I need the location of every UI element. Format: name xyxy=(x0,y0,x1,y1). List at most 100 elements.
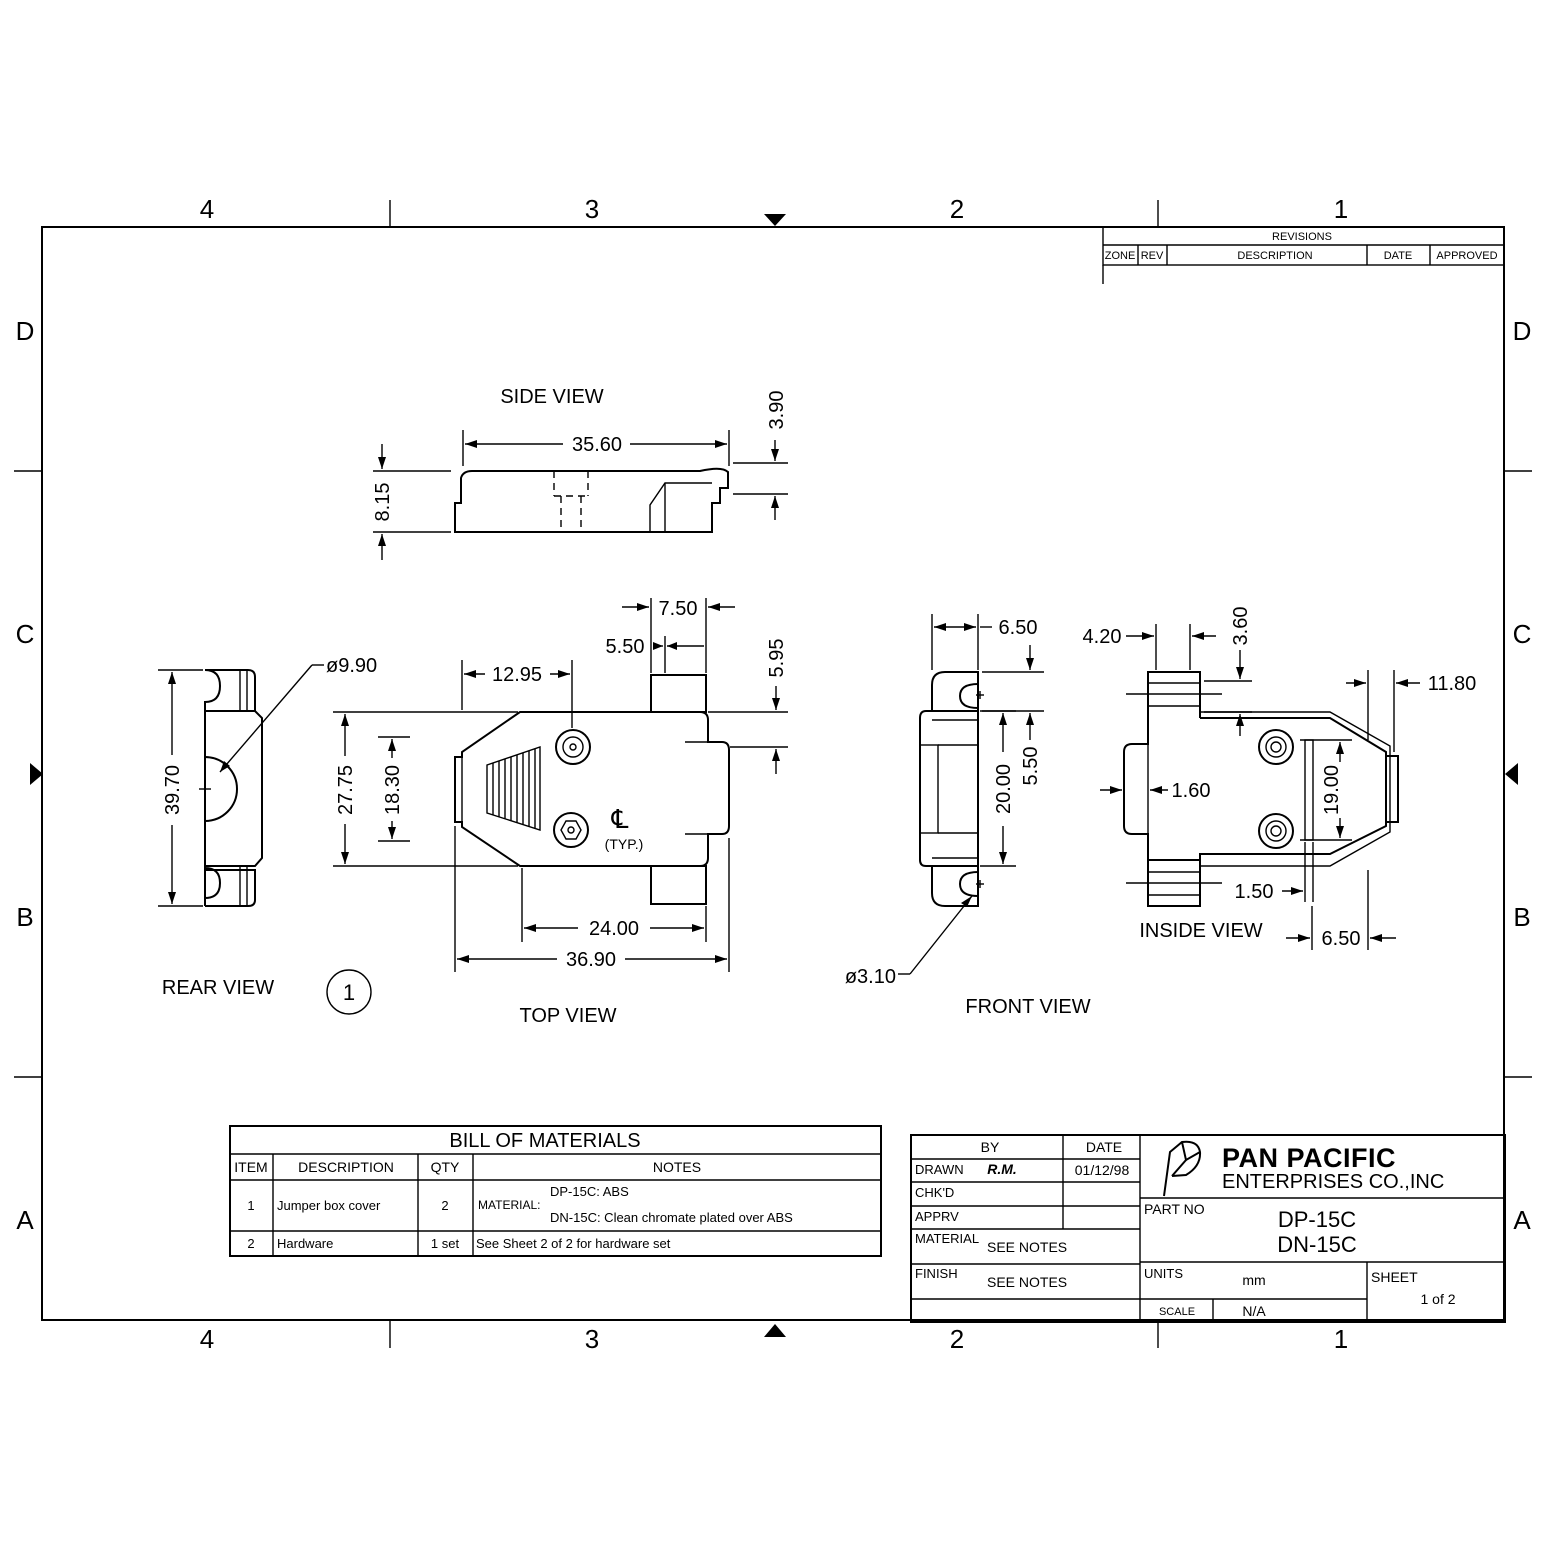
bom-row1-item: 1 xyxy=(247,1198,254,1213)
zone-col-4-top: 4 xyxy=(200,194,214,224)
centerline-note: (TYP.) xyxy=(605,836,644,852)
dim-front-body: 20.00 xyxy=(993,764,1015,814)
dim-top-inner: 18.30 xyxy=(382,765,404,815)
dim-top-base: 24.00 xyxy=(589,918,639,940)
dim-inside-f: 1.50 xyxy=(1235,881,1274,903)
zone-row-d-left: D xyxy=(16,316,35,346)
revisions-col-date: DATE xyxy=(1384,250,1413,262)
zone-col-3-bottom: 3 xyxy=(585,1324,599,1354)
drawing-frame: 4 3 2 1 4 3 2 1 D C B A D C B A xyxy=(14,194,1532,1354)
bom-row1-note-b: DN-15C: Clean chromate plated over ABS xyxy=(550,1210,793,1225)
tb-material-label: MATERIAL xyxy=(915,1231,979,1246)
bom-header-notes: NOTES xyxy=(653,1159,701,1175)
zone-row-a-left: A xyxy=(16,1205,34,1235)
revisions-col-zone: ZONE xyxy=(1105,250,1136,262)
bom-title: BILL OF MATERIALS xyxy=(449,1130,640,1152)
dim-inside-a: 4.20 xyxy=(1083,626,1122,648)
screw-hole xyxy=(555,729,591,765)
tb-drawn-by: R.M. xyxy=(987,1161,1017,1177)
center-mark-left xyxy=(30,763,43,785)
dim-inside-b: 3.60 xyxy=(1230,607,1252,646)
tb-finish-label: FINISH xyxy=(915,1266,958,1281)
bom-row2-item: 2 xyxy=(247,1236,254,1251)
top-view-label: TOP VIEW xyxy=(519,1005,616,1027)
rear-view: 39.70 ø9.90 REAR VIEW 1 xyxy=(158,655,377,1015)
bom-header-qty: QTY xyxy=(431,1159,460,1175)
tb-finish-value: SEE NOTES xyxy=(987,1274,1067,1290)
front-view: 6.50 5.50 20.00 ø3.10 FRONT VIEW xyxy=(845,614,1091,1018)
tb-by-label: BY xyxy=(981,1139,1000,1155)
bill-of-materials: BILL OF MATERIALS ITEM DESCRIPTION QTY N… xyxy=(229,1125,882,1257)
tb-sheet-label: SHEET xyxy=(1371,1269,1418,1285)
rear-view-label: REAR VIEW xyxy=(162,977,274,999)
tb-part-no-1: DP-15C xyxy=(1278,1207,1356,1232)
item-balloon xyxy=(326,969,372,1015)
zone-col-4-bottom: 4 xyxy=(200,1324,214,1354)
tb-units-label: UNITS xyxy=(1144,1266,1183,1281)
tb-company-line2: ENTERPRISES CO.,INC xyxy=(1222,1171,1444,1193)
dim-front-gap: 5.50 xyxy=(1020,747,1042,786)
revisions-table: REVISIONS ZONE REV DESCRIPTION DATE APPR… xyxy=(1102,226,1505,284)
dim-side-height: 8.15 xyxy=(372,483,394,522)
tb-sheet-value: 1 of 2 xyxy=(1420,1291,1455,1307)
dim-front-tab: 6.50 xyxy=(999,617,1038,639)
side-view: SIDE VIEW 35.60 8.15 3.90 xyxy=(372,386,788,560)
bom-header-description: DESCRIPTION xyxy=(298,1159,394,1175)
tb-units-value: mm xyxy=(1242,1272,1265,1288)
inside-standoff-bottom xyxy=(1258,813,1294,849)
grip-ribs xyxy=(492,749,536,829)
bom-row1-material-label: MATERIAL: xyxy=(478,1198,540,1212)
bom-row1-description: Jumper box cover xyxy=(277,1198,381,1213)
tb-drawn-label: DRAWN xyxy=(915,1162,964,1177)
dim-inside-c: 11.80 xyxy=(1428,673,1477,695)
dim-front-hole: ø3.10 xyxy=(845,966,896,988)
inside-view-label: INSIDE VIEW xyxy=(1139,920,1262,942)
inside-standoff-top xyxy=(1258,729,1294,765)
bom-row1-note-a: DP-15C: ABS xyxy=(550,1184,629,1199)
center-mark-right xyxy=(1505,763,1518,785)
title-block: BY DATE DRAWN R.M. 01/12/98 CHK'D APPRV … xyxy=(910,1134,1506,1323)
zone-col-3-top: 3 xyxy=(585,194,599,224)
zone-col-2-bottom: 2 xyxy=(950,1324,964,1354)
top-view: ℄ (TYP.) 12.95 7.50 5.50 5.95 xyxy=(333,598,788,1027)
centerline-symbol: ℄ xyxy=(611,804,629,834)
dim-inside-g: 6.50 xyxy=(1322,928,1361,950)
zone-row-b-left: B xyxy=(16,902,33,932)
bom-header-item: ITEM xyxy=(234,1159,267,1175)
tb-date-label: DATE xyxy=(1086,1139,1122,1155)
dim-top-tab-width: 7.50 xyxy=(659,598,698,620)
zone-row-a-right: A xyxy=(1513,1205,1531,1235)
tb-company-line1: PAN PACIFIC xyxy=(1222,1143,1396,1173)
dim-rear-height: 39.70 xyxy=(162,765,184,815)
dim-inside-e: 19.00 xyxy=(1321,765,1343,815)
zone-row-b-right: B xyxy=(1513,902,1530,932)
tb-apprv-label: APPRV xyxy=(915,1209,959,1224)
dim-top-tab-inner: 5.50 xyxy=(606,636,645,658)
dim-side-step: 3.90 xyxy=(766,391,788,430)
revisions-col-approved: APPROVED xyxy=(1436,250,1497,262)
zone-row-d-right: D xyxy=(1513,316,1532,346)
center-mark-bottom xyxy=(764,1324,786,1337)
bom-row2-qty: 1 set xyxy=(431,1236,460,1251)
tb-material-value: SEE NOTES xyxy=(987,1239,1067,1255)
item-balloon-number: 1 xyxy=(343,980,355,1005)
tb-part-no-label: PART NO xyxy=(1144,1201,1205,1217)
tb-chkd-label: CHK'D xyxy=(915,1185,954,1200)
dim-side-length: 35.60 xyxy=(572,434,622,456)
center-mark-top xyxy=(764,214,786,226)
tb-part-no-2: DN-15C xyxy=(1277,1232,1357,1257)
side-view-label: SIDE VIEW xyxy=(500,386,603,408)
front-view-label: FRONT VIEW xyxy=(965,996,1090,1018)
tb-scale-label: SCALE xyxy=(1159,1306,1195,1318)
dim-inside-d: 1.60 xyxy=(1172,780,1211,802)
zone-col-1-bottom: 1 xyxy=(1334,1324,1348,1354)
tb-scale-value: N/A xyxy=(1242,1303,1266,1319)
hex-nut xyxy=(553,812,589,848)
zone-row-c-right: C xyxy=(1513,619,1532,649)
dim-top-width: 27.75 xyxy=(335,765,357,815)
revisions-col-description: DESCRIPTION xyxy=(1237,250,1312,262)
bom-row2-note: See Sheet 2 of 2 for hardware set xyxy=(476,1236,671,1251)
dim-top-length: 36.90 xyxy=(566,949,616,971)
dim-top-offset: 12.95 xyxy=(492,664,542,686)
